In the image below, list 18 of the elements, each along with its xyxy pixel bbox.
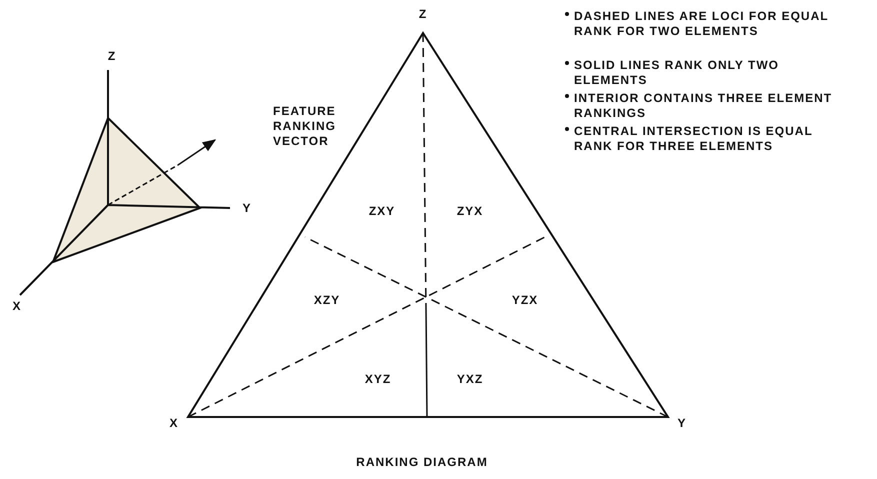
axis-label: Y [678,416,686,431]
axis-label: Z [418,7,428,22]
region-label: ZYX [456,204,484,219]
region-label: YXZ [456,372,484,387]
axis-label: X [12,299,22,314]
region-label: YZX [512,293,538,308]
axis-label: Y [242,201,252,216]
callout-text: FEATURE RANKING VECTOR [273,104,337,149]
region-label: XZY [314,293,340,308]
region-label: ZXY [368,204,396,219]
axis-label: Z [108,49,116,64]
note-text: INTERIOR CONTAINS THREE ELEMENT RANKINGS [574,91,834,121]
region-label: XYZ [364,372,392,387]
note-text: SOLID LINES RANK ONLY TWO ELEMENTS [574,58,780,88]
axis-label: X [170,416,178,431]
note-text: DASHED LINES ARE LOCI FOR EQUAL RANK FOR TWO ELEMENTS [574,9,830,39]
note-text: CENTRAL INTERSECTION IS EQUAL RANK FOR THREE ELEMENTS [574,124,814,154]
caption: RANKING DIAGRAM [356,455,488,470]
